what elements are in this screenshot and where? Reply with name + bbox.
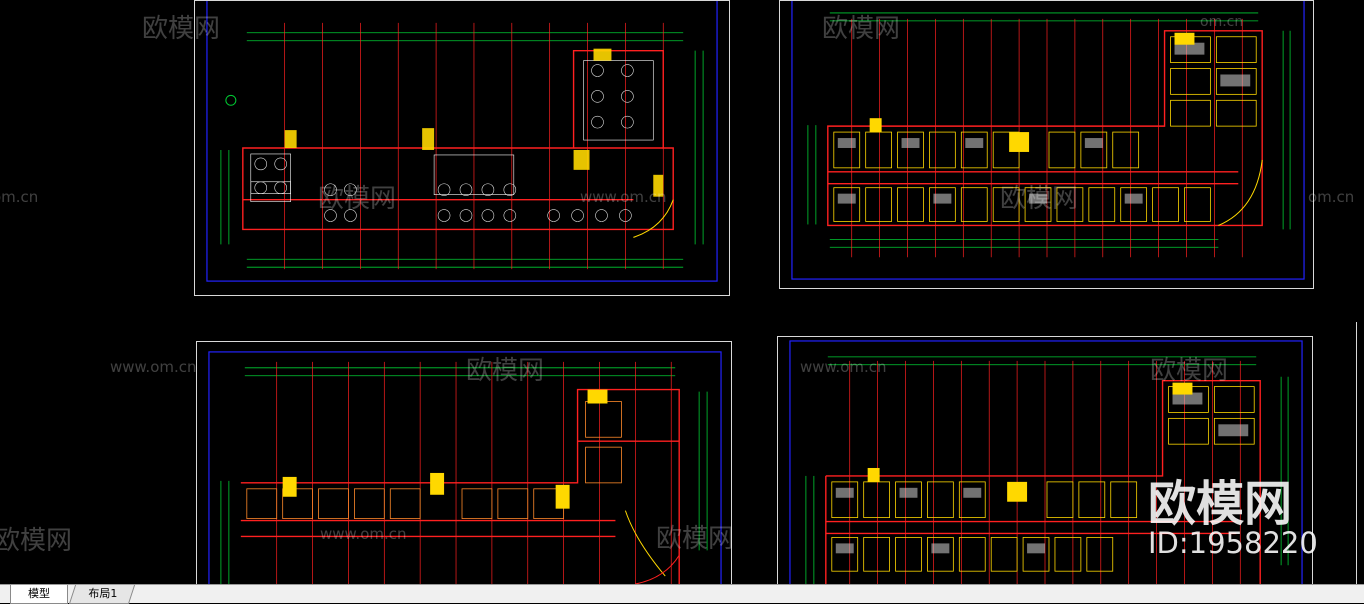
drawing-sheet-edge-right <box>1356 322 1364 584</box>
tab-layout1-label: 布局1 <box>87 587 117 600</box>
drawing-sheet-top-right[interactable] <box>779 0 1314 289</box>
watermark-site-mid-right: om.cn <box>1308 188 1355 206</box>
floor-plan-bottom-left <box>208 351 722 584</box>
floor-plan-bottom-right <box>789 340 1303 584</box>
tab-layout1[interactable]: 布局1 <box>68 585 136 604</box>
model-space-canvas[interactable]: 欧模网 欧模网 om.cn om.cn 欧模网 www.om.cn 欧模网 om… <box>0 0 1364 584</box>
watermark-site-left-edge: om.cn <box>0 188 39 206</box>
watermark-site-lower-left: www.om.cn <box>110 358 197 376</box>
floor-plan-top-right <box>791 1 1305 280</box>
drawing-sheet-top-left[interactable] <box>194 0 730 296</box>
watermark-brand-bottom-left: 欧模网 <box>0 526 73 556</box>
layout-tab-bar: 模型 布局1 <box>0 584 1364 604</box>
drawing-sheet-bottom-right[interactable] <box>777 336 1313 584</box>
drawing-sheet-bottom-left[interactable] <box>196 341 732 584</box>
floor-plan-top-left <box>206 1 718 282</box>
tab-model[interactable]: 模型 <box>10 585 68 604</box>
